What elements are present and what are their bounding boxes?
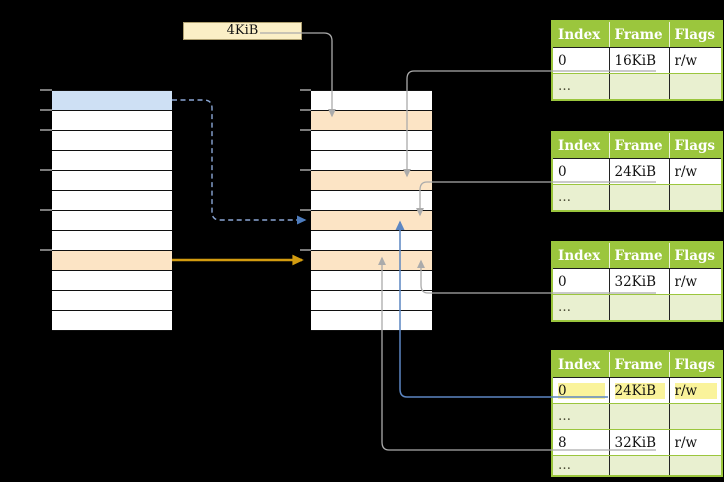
entry-row-1: [311, 111, 432, 131]
column-header: Index: [552, 21, 610, 48]
entry-row-7: [311, 231, 432, 251]
table-cell: [669, 184, 722, 211]
entry-row-2: [311, 131, 432, 151]
column-header: Flags: [669, 351, 722, 378]
entry-row-5: [311, 191, 432, 211]
table-cell: [669, 455, 722, 476]
table-row: …: [552, 184, 722, 211]
entry-row-3: [52, 151, 172, 171]
table-cell: r/w: [669, 377, 722, 404]
arrow-table32kib-to-pagetable-row8: [416, 259, 656, 294]
table-row: …: [552, 403, 722, 430]
entry-row-0: [52, 91, 172, 111]
page-size-label: 4KiB: [183, 22, 302, 40]
column-header: Frame: [609, 21, 670, 48]
table-cell: r/w: [669, 268, 722, 295]
table-cell: [609, 73, 670, 100]
entry-row-11: [311, 311, 432, 331]
table-cell: [609, 455, 670, 476]
table-cell: …: [552, 455, 610, 476]
highlighted-value: r/w: [674, 382, 717, 399]
column-header: Index: [552, 242, 610, 269]
arrow-pagesize-to-pagetable-row1: [260, 32, 337, 118]
entry-row-10: [52, 291, 172, 311]
page-directory-column: [52, 90, 172, 331]
table-cell: …: [552, 403, 610, 430]
table-cell: [669, 73, 722, 100]
entry-row-4: [52, 171, 172, 191]
column-header: Frame: [609, 132, 670, 159]
column-header: Frame: [609, 351, 670, 378]
entry-row-6: [52, 211, 172, 231]
entry-row-2: [52, 131, 172, 151]
table-cell: 16KiB: [609, 47, 670, 74]
table-cell: …: [552, 73, 610, 100]
entry-row-9: [311, 271, 432, 291]
table-row: …: [552, 294, 722, 321]
entry-row-10: [311, 291, 432, 311]
table-cell: 0: [552, 47, 610, 74]
column-header: Flags: [669, 242, 722, 269]
table-cell: 32KiB: [609, 429, 670, 456]
arrow-directory-row0-to-pagetable-row6: [172, 99, 307, 225]
table-cell: r/w: [669, 429, 722, 456]
table-cell: 8: [552, 429, 610, 456]
column-header: Flags: [669, 21, 722, 48]
column-header: Index: [552, 132, 610, 159]
entry-row-7: [52, 231, 172, 251]
entry-row-11: [52, 311, 172, 331]
table-cell: [669, 403, 722, 430]
table-cell: 0: [552, 158, 610, 185]
table-cell: 32KiB: [609, 268, 670, 295]
entry-row-0: [311, 91, 432, 111]
table-row: …: [552, 455, 722, 476]
table-cell: 0: [552, 377, 610, 404]
highlighted-value: 24KiB: [614, 382, 665, 399]
highlighted-value: 0: [558, 382, 605, 399]
table-cell: r/w: [669, 158, 722, 185]
arrow-table16kib-to-pagetable-row4: [402, 70, 656, 178]
arrow-table24kib-to-pagetable-row6: [415, 181, 656, 217]
table-row: 0 24KiB r/w: [552, 377, 722, 404]
entry-row-3: [311, 151, 432, 171]
table-cell: 24KiB: [609, 377, 670, 404]
column-ticks: [40, 89, 311, 251]
entry-row-9: [52, 271, 172, 291]
table-cell: [609, 184, 670, 211]
table-cell: [669, 294, 722, 321]
table-cell: …: [552, 184, 610, 211]
arrow-bottomtable-row8-to-pagetable-row8: [377, 256, 656, 451]
table-cell: r/w: [669, 47, 722, 74]
entry-row-4: [311, 171, 432, 191]
column-header: Index: [552, 351, 610, 378]
entry-row-5: [52, 191, 172, 211]
table-cell: [609, 294, 670, 321]
column-header: Flags: [669, 132, 722, 159]
entry-row-1: [52, 111, 172, 131]
table-row: …: [552, 73, 722, 100]
table-cell: …: [552, 294, 610, 321]
column-header: Frame: [609, 242, 670, 269]
entry-row-8: [311, 251, 432, 271]
table-cell: 24KiB: [609, 158, 670, 185]
table-cell: 0: [552, 268, 610, 295]
page-table-column: [311, 90, 432, 331]
arrow-bottomtable-row0-to-pagetable-row6: [395, 220, 608, 398]
entry-row-8: [52, 251, 172, 271]
table-cell: [609, 403, 670, 430]
